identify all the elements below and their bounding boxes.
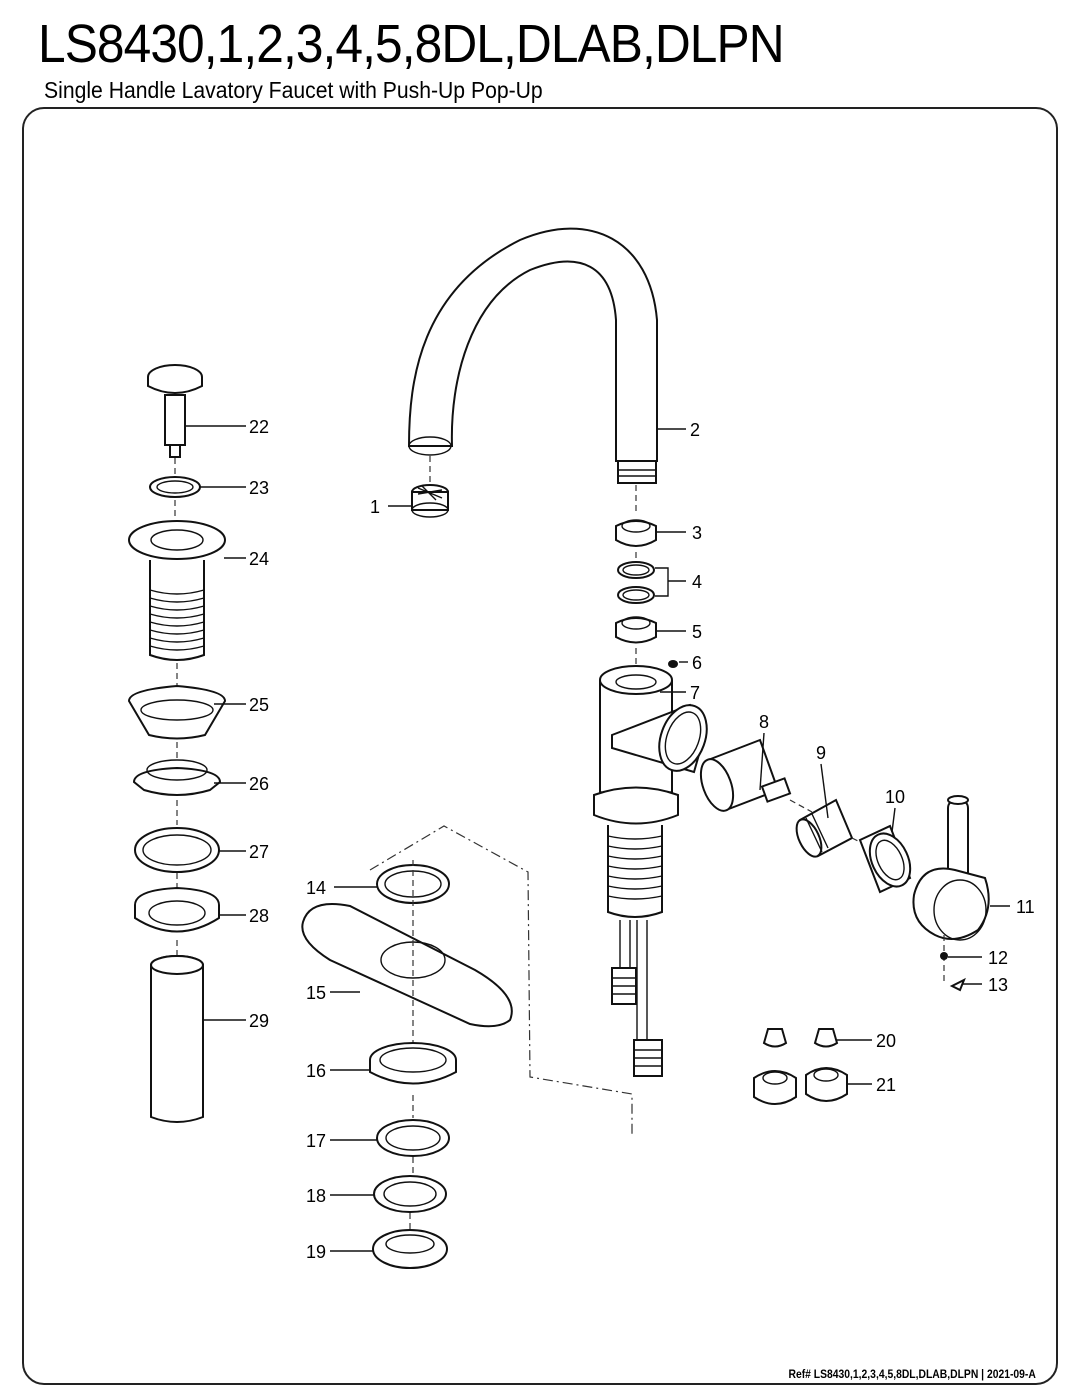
set-screw-6: [668, 660, 678, 668]
document-title: LS8430,1,2,3,4,5,8DL,DLAB,DLPN: [38, 14, 785, 74]
callout-labels: 22 23 24 25 26 27 28 29 1 2 3 4 5 6 7 8 …: [249, 417, 1035, 1262]
nut-5: [615, 616, 657, 644]
reference-footer: Ref# LS8430,1,2,3,4,5,8DL,DLAB,DLPN | 20…: [788, 1369, 1036, 1381]
washer-18: [373, 1175, 447, 1213]
callout-13: 13: [988, 975, 1008, 995]
callout-17: 17: [306, 1131, 326, 1151]
gasket-26: [132, 759, 222, 796]
handle-screw-12: [940, 952, 948, 960]
washer-17: [376, 1119, 450, 1157]
callout-6: 6: [692, 653, 702, 673]
callout-15: 15: [306, 983, 326, 1003]
callout-11: 11: [1016, 897, 1035, 917]
callout-10: 10: [885, 787, 905, 807]
ferrules-20: [762, 1028, 839, 1048]
deck-plate-15: [301, 903, 513, 1028]
callout-22: 22: [249, 417, 269, 437]
button-13: [949, 977, 966, 992]
faucet-body-7: [593, 665, 708, 1077]
callout-12: 12: [988, 948, 1008, 968]
callout-9: 9: [816, 743, 826, 763]
callout-5: 5: [692, 622, 702, 642]
spout-2: [407, 227, 658, 484]
callout-14: 14: [306, 878, 326, 898]
callout-26: 26: [249, 774, 269, 794]
nut-19: [372, 1229, 448, 1269]
gasket-25: [127, 684, 227, 740]
tailpiece-29: [150, 955, 204, 1123]
callout-19: 19: [306, 1242, 326, 1262]
cartridge-8: [699, 738, 792, 812]
leader-lines: [186, 425, 1010, 1252]
pop-up-stopper-22: [147, 364, 203, 458]
bonnet-nut-9: [795, 798, 854, 858]
callout-8: 8: [759, 712, 769, 732]
callout-29: 29: [249, 1011, 269, 1031]
callout-27: 27: [249, 842, 269, 862]
callout-21: 21: [876, 1075, 896, 1095]
callout-24: 24: [249, 549, 269, 569]
callout-28: 28: [249, 906, 269, 926]
compression-nuts-21: [753, 1067, 848, 1105]
callout-7: 7: [690, 683, 700, 703]
callout-20: 20: [876, 1031, 896, 1051]
callout-2: 2: [690, 420, 700, 440]
nut-3: [615, 519, 657, 547]
o-rings-4: [617, 561, 655, 604]
callout-25: 25: [249, 695, 269, 715]
washer-27: [134, 827, 220, 873]
diagram-frame: [22, 107, 1058, 1385]
callout-3: 3: [692, 523, 702, 543]
callout-1: 1: [370, 497, 380, 517]
washer-16: [369, 1042, 457, 1085]
callout-4: 4: [692, 572, 702, 592]
callout-23: 23: [249, 478, 269, 498]
callout-16: 16: [306, 1061, 326, 1081]
drain-body-24: [128, 520, 226, 661]
cap-10: [858, 824, 912, 894]
handle-11: [912, 795, 990, 941]
nut-28: [134, 886, 220, 933]
aerator-1: [411, 484, 449, 518]
washer-23: [149, 476, 201, 498]
document-subtitle: Single Handle Lavatory Faucet with Push-…: [44, 77, 543, 103]
callout-18: 18: [306, 1186, 326, 1206]
